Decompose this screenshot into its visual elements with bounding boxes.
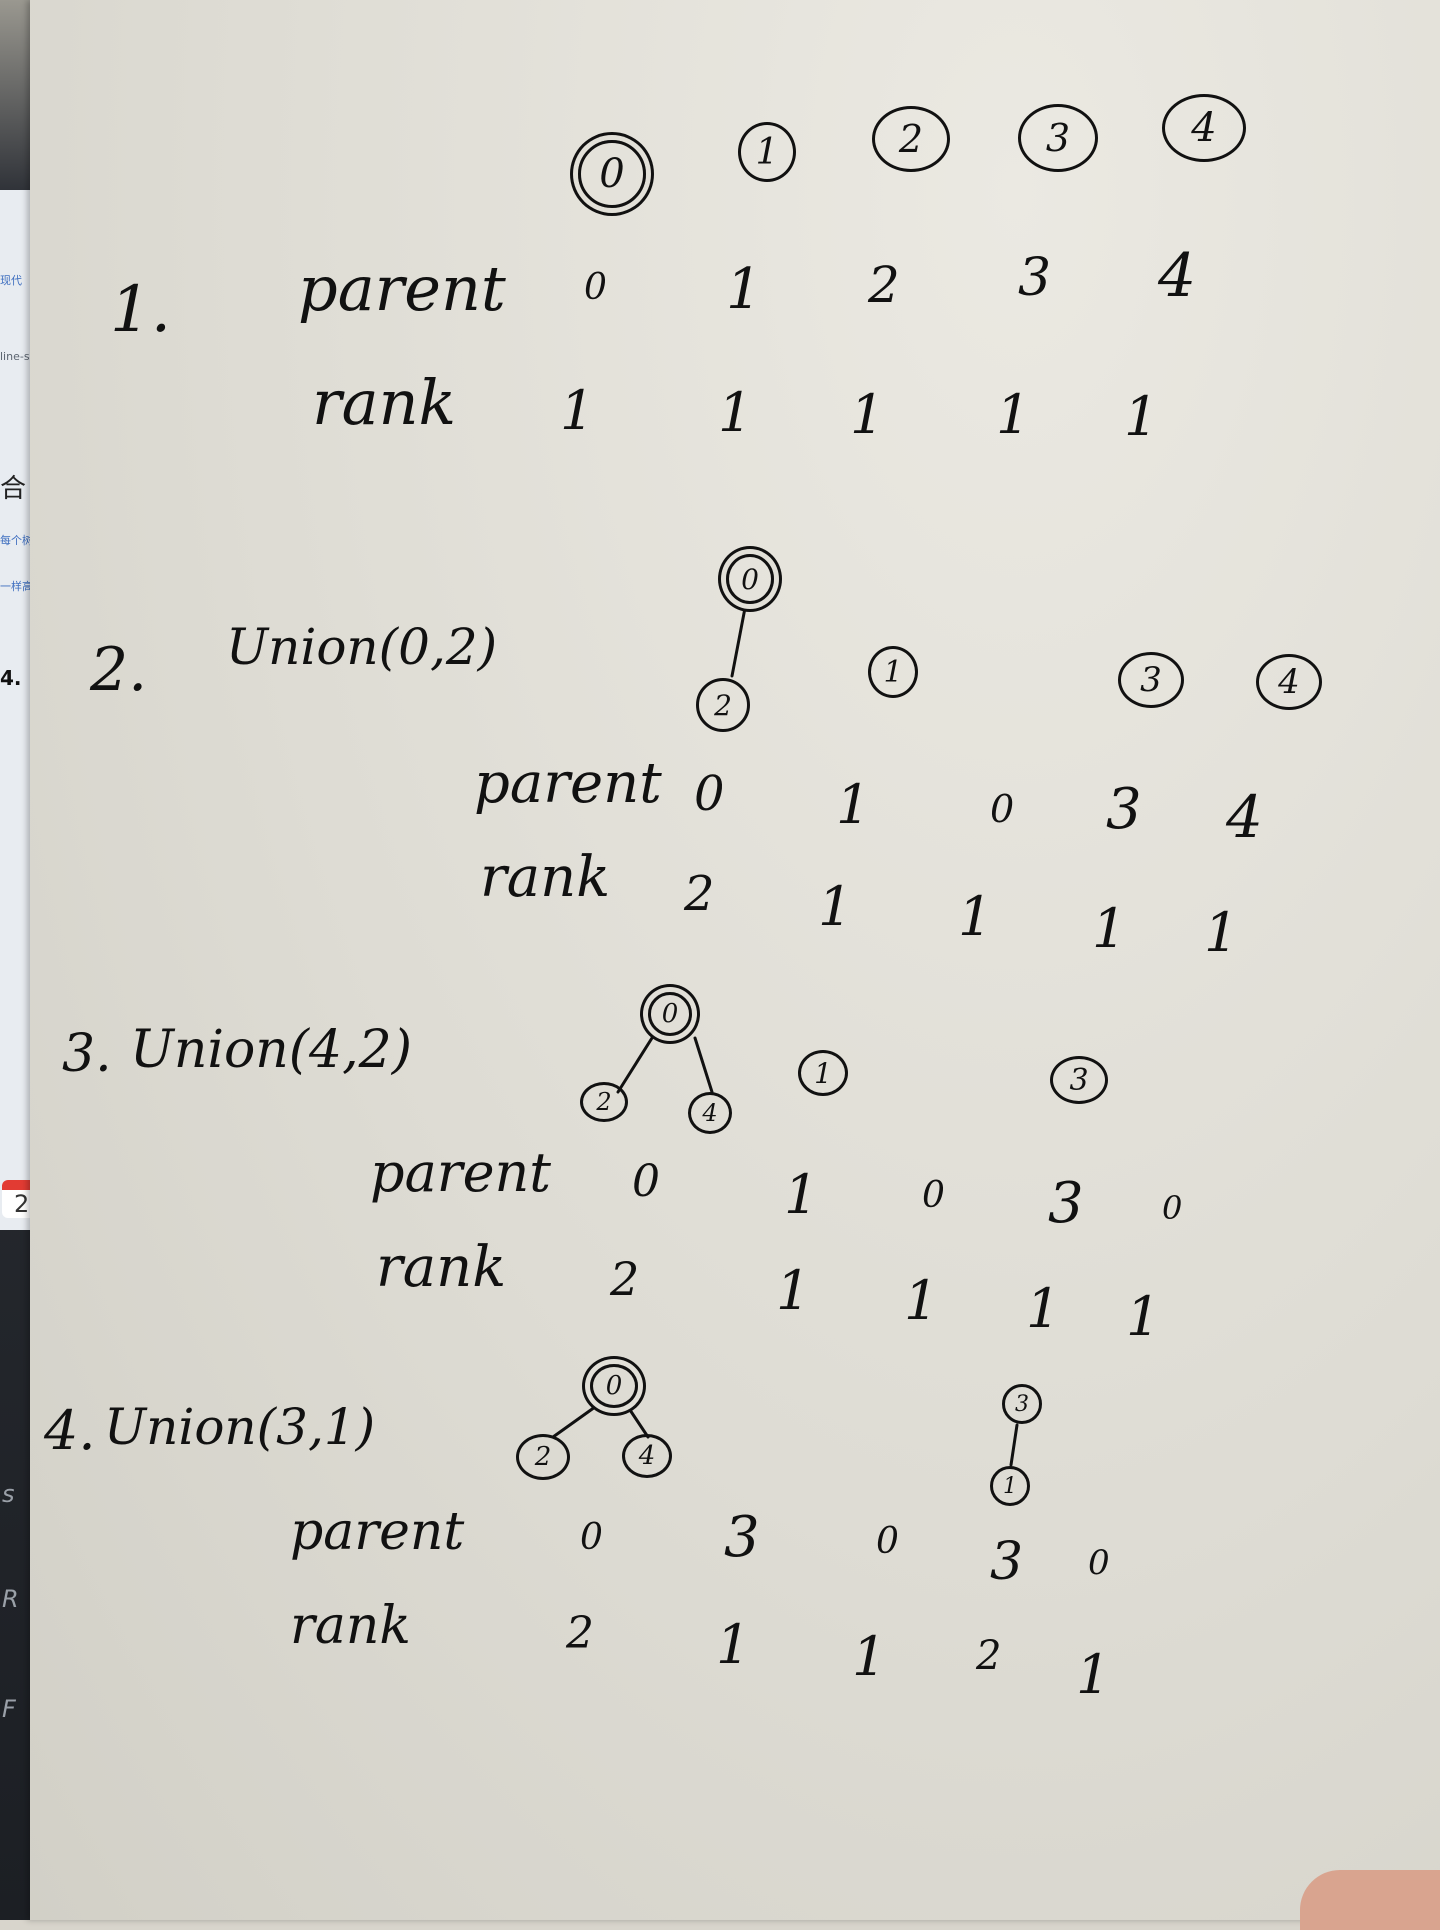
bezel-letter: F — [2, 1695, 16, 1723]
top-node-4: 4 — [1162, 94, 1246, 162]
step3-rank-1: 1 — [776, 1259, 811, 1322]
bezel-letter: s — [2, 1480, 15, 1508]
top-node-1: 1 — [738, 122, 796, 182]
screen-fragment: 一样高 — [0, 580, 33, 593]
step1-parent-2: 2 — [868, 256, 900, 314]
step4-parent-0: 0 — [580, 1517, 603, 1558]
step3-tree-child-2: 2 — [580, 1082, 628, 1122]
top-node-3: 3 — [1018, 104, 1098, 172]
step4-tree-child-4: 4 — [622, 1434, 672, 1478]
step3-parent-label: parent — [370, 1141, 552, 1204]
step1-parent-1: 1 — [726, 257, 762, 322]
step3-parent-4: 0 — [1162, 1189, 1183, 1227]
step3-number: 3. — [62, 1024, 112, 1084]
step1-rank-2: 1 — [850, 383, 885, 446]
step2-title: Union(0,2) — [226, 618, 498, 676]
step4-title: Union(3,1) — [104, 1398, 376, 1456]
step2-parent-4: 4 — [1226, 783, 1263, 851]
step2-parent-1: 1 — [836, 773, 871, 836]
top-node-2: 2 — [872, 106, 950, 172]
paper-sheet — [30, 0, 1440, 1930]
step4-rank-3: 2 — [976, 1633, 1002, 1679]
step2-rank-1: 1 — [818, 875, 853, 938]
screen-fragment: 每个树 — [0, 534, 33, 547]
step1-parent-0: 0 — [584, 267, 607, 308]
step4-tree2-root: 3 — [1002, 1384, 1042, 1424]
step1-rank-label: rank — [312, 366, 457, 439]
step3-rank-3: 1 — [1026, 1277, 1061, 1340]
step4-rank-4: 1 — [1076, 1643, 1111, 1706]
step2-rank-label: rank — [480, 845, 611, 910]
step3-rank-label: rank — [376, 1235, 507, 1300]
step4-rank-label: rank — [290, 1596, 411, 1656]
step1-number: 1. — [110, 273, 172, 347]
step4-tree2-child: 1 — [990, 1466, 1030, 1506]
step3-node-3: 3 — [1050, 1056, 1108, 1104]
step2-rank-4: 1 — [1204, 901, 1239, 964]
step4-parent-2: 0 — [876, 1521, 899, 1562]
step2-rank-2: 1 — [958, 885, 993, 948]
step1-rank-3: 1 — [996, 383, 1031, 446]
step3-title: Union(4,2) — [130, 1020, 413, 1080]
step4-tree-root: 0 — [590, 1364, 638, 1408]
screen-fragment: 4. — [0, 666, 22, 690]
step2-rank-0: 2 — [684, 866, 715, 922]
step4-number: 4. — [44, 1399, 96, 1462]
step2-parent-3: 3 — [1106, 777, 1142, 842]
step2-parent-label: parent — [474, 751, 662, 816]
step2-number: 2. — [90, 635, 148, 705]
step3-rank-4: 1 — [1126, 1285, 1161, 1348]
step3-parent-3: 3 — [1048, 1171, 1084, 1236]
step1-parent-label: parent — [298, 252, 506, 325]
step2-rank-3: 1 — [1092, 897, 1127, 960]
step4-parent-3: 3 — [990, 1532, 1024, 1592]
step4-tree-child-2: 2 — [516, 1434, 570, 1480]
step4-rank-1: 1 — [716, 1613, 751, 1676]
screen-fragment: 现代 — [0, 274, 22, 287]
top-node-0: 0 — [578, 140, 646, 208]
step2-node-3: 3 — [1118, 652, 1184, 708]
step3-parent-0: 0 — [632, 1156, 660, 1207]
step3-tree-child-4: 4 — [688, 1092, 732, 1134]
step3-parent-2: 0 — [922, 1175, 945, 1216]
step4-rank-2: 1 — [852, 1625, 887, 1688]
step4-rank-0: 2 — [566, 1608, 594, 1659]
step2-tree-root: 0 — [726, 554, 774, 604]
step1-rank-4: 1 — [1124, 385, 1159, 448]
step2-node-4: 4 — [1256, 654, 1322, 710]
step3-parent-1: 1 — [784, 1163, 819, 1226]
step3-tree-root: 0 — [648, 992, 692, 1036]
screen-fragment: 合 — [0, 474, 27, 504]
bezel-letter: R — [2, 1585, 19, 1613]
step3-node-1: 1 — [798, 1050, 848, 1096]
calendar-day: 2 — [14, 1190, 30, 1218]
step1-parent-3: 3 — [1018, 248, 1052, 308]
step3-rank-2: 1 — [904, 1269, 939, 1332]
step4-parent-label: parent — [290, 1502, 465, 1562]
step2-node-1: 1 — [868, 646, 918, 698]
screen-fragment: line-sc — [0, 350, 36, 363]
step4-parent-4: 0 — [1088, 1543, 1110, 1583]
step2-parent-2: 0 — [990, 787, 1015, 831]
step1-rank-1: 1 — [718, 381, 753, 444]
step4-parent-1: 3 — [724, 1505, 760, 1570]
step1-parent-4: 4 — [1158, 241, 1197, 311]
step2-parent-0: 0 — [694, 766, 725, 822]
step1-rank-0: 1 — [560, 379, 595, 442]
step3-rank-0: 2 — [610, 1252, 640, 1306]
step2-tree-child: 2 — [696, 678, 750, 732]
